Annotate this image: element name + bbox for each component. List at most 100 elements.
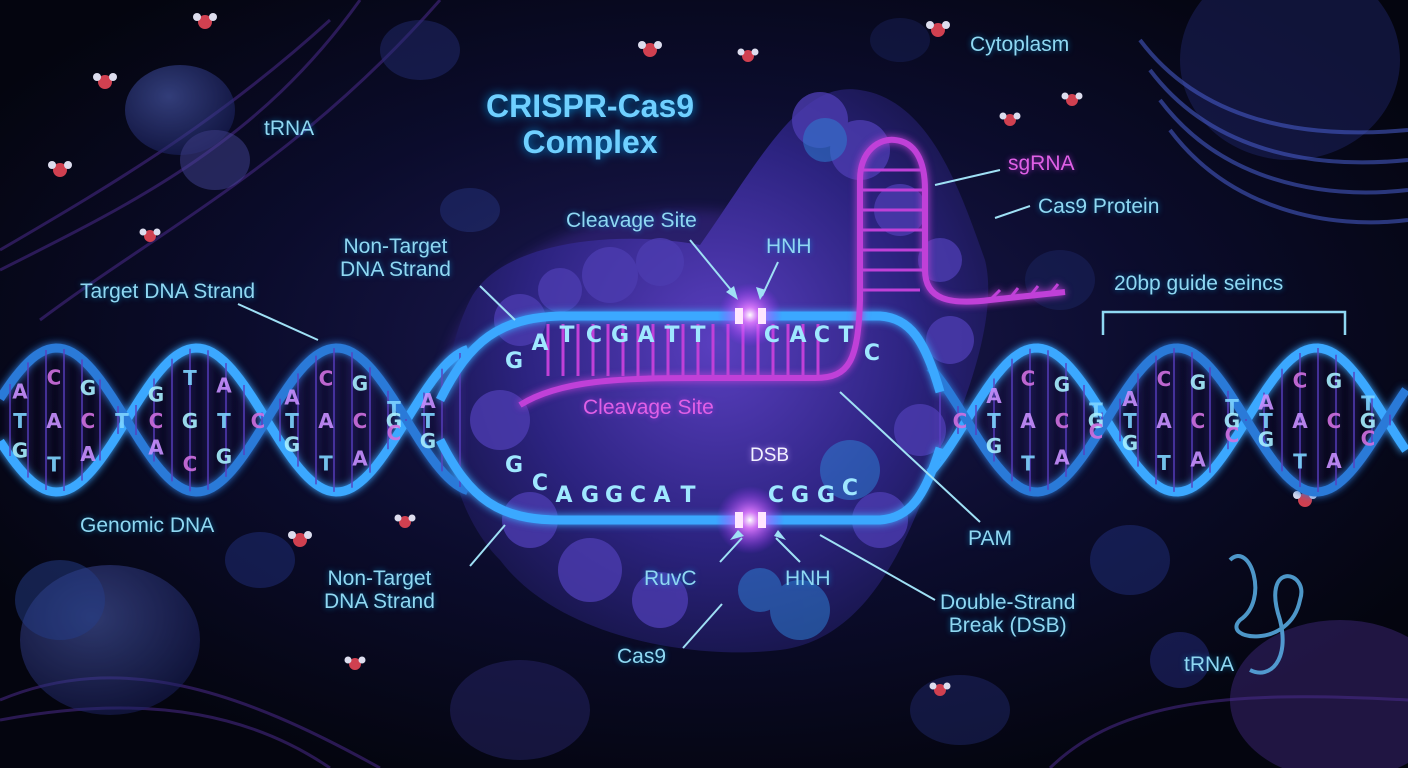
helix-base: C [1191,409,1206,433]
helix-base: G [1054,372,1070,396]
base-letter: T [838,323,853,348]
helix-base: A [216,373,232,397]
helix-base: T [987,409,1001,433]
sgrna-rungs [862,168,923,292]
helix-base: T [1259,409,1273,433]
base-letter: T [664,323,679,348]
helix-base: T [115,409,129,433]
label-cleavage-site-mid: Cleavage Site [583,396,714,419]
helix-base: A [1190,448,1206,472]
base-letter: C [532,471,548,496]
base-letter: A [789,323,806,348]
helix-base: C [149,409,164,433]
base-letter: C [814,323,830,348]
non-target-strand-open [435,311,945,403]
label-double-strand-break: Double-Strand Break (DSB) [940,591,1076,637]
helix-base: G [1360,409,1376,433]
label-trna-top: tRNA [264,117,315,140]
helix-base: C [1157,367,1172,391]
helix-base: T [319,451,333,475]
helix-base: G [1122,431,1138,455]
golgi-organelle [1138,38,1408,225]
helix-base: A [1292,409,1308,433]
base-letter: G [605,483,623,508]
helix-base: T [285,409,299,433]
helix-base: T [1021,452,1035,476]
base-letter: A [531,331,548,356]
helix-base: T [1225,395,1239,419]
helix-base: C [319,367,334,391]
helix-base: T [1089,399,1103,423]
helix-base: A [1054,446,1070,470]
label-non-target-strand-bottom: Non-Target DNA Strand [324,567,435,613]
helix-base: A [352,447,368,471]
base-letter: G [791,483,809,508]
helix-base: C [953,409,968,433]
helix-base: G [1088,409,1104,433]
helix-strand-a [926,343,1408,497]
label-trna-bottom: tRNA [1184,653,1235,676]
base-letter: A [555,483,572,508]
target-strand-open [435,437,945,525]
helix-base: G [1326,369,1342,393]
helix-base: T [387,397,401,421]
helix-base: C [47,366,62,390]
label-cytoplasm: Cytoplasm [970,33,1070,56]
helix-base: G [216,445,232,469]
helix-base: C [1361,427,1376,451]
helix-base: T [1361,391,1375,415]
genomic-dna-helix [0,311,1408,525]
helix-base: C [1225,423,1240,447]
base-letter: T [559,323,574,348]
label-non-target-strand-top: Non-Target DNA Strand [340,235,451,281]
leader-arrowheads [726,286,786,540]
helix-base: A [80,442,96,466]
background-molecules [15,0,1408,768]
helix-base: G [420,429,436,453]
helix-strand-b [0,343,470,497]
helix-base: A [1020,409,1036,433]
base-letter: G [505,453,523,478]
label-sgrna: sgRNA [1008,152,1075,175]
helix-base: C [1089,419,1104,443]
sgrna-strand [518,136,1066,408]
label-pam: PAM [968,527,1012,550]
label-genomic-dna: Genomic DNA [80,514,215,537]
helix-base: A [1122,387,1138,411]
helix-base: G [352,371,368,395]
base-letter: C [842,476,858,501]
helix-base: T [183,366,197,390]
label-cas9-protein: Cas9 Protein [1038,195,1160,218]
helix-base: C [81,409,96,433]
label-hnh-top: HNH [766,235,812,258]
helix-base: G [182,409,198,433]
helix-base-letters: ATGCATGCATGCATGCATGCATGCATGCATGCATGCATGC… [12,366,1376,477]
base-letter: C [586,323,602,348]
base-letter: A [653,483,670,508]
helix-base: A [1258,391,1274,415]
trna-molecule [1228,554,1304,675]
helix-base: C [1055,409,1070,433]
helix-base: C [1293,369,1308,393]
base-letter: G [505,349,523,374]
base-letter: G [817,483,835,508]
label-ruvc: RuvC [644,567,697,590]
helix-base: G [80,376,96,400]
helix-base: T [421,409,435,433]
base-letter: C [630,483,646,508]
helix-base: G [12,439,28,463]
helix-base: C [1327,409,1342,433]
helix-base: T [13,409,27,433]
base-letter: C [768,483,784,508]
helix-base: A [318,409,334,433]
base-letter: A [637,323,654,348]
helix-base: A [420,389,436,413]
helix-base: C [387,421,402,445]
helix-base: C [1021,366,1036,390]
helix-base: G [986,434,1002,458]
helix-base: G [1224,409,1240,433]
helix-strand-b [926,343,1408,497]
base-letter: T [680,483,695,508]
